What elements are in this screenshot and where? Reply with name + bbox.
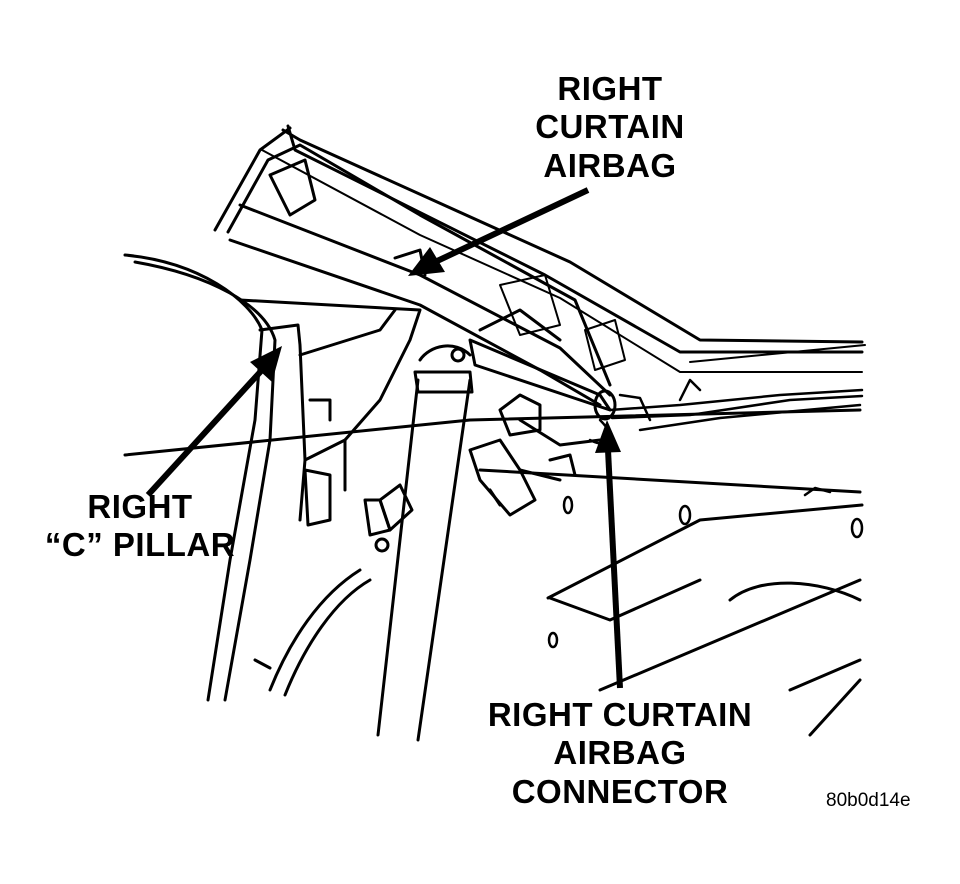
- callout-line: AIRBAG: [553, 734, 687, 772]
- callout-right-c-pillar: RIGHT “C” PILLAR: [20, 488, 260, 565]
- callout-right-curtain-airbag-connector: RIGHT CURTAIN AIRBAG CONNECTOR: [460, 696, 780, 811]
- callout-line: AIRBAG: [543, 146, 677, 184]
- panel-holes: [547, 486, 864, 649]
- callout-line: RIGHT: [87, 488, 193, 525]
- figure-id: 80b0d14e: [826, 790, 911, 811]
- airbag-trim-panel: [213, 126, 626, 407]
- seat-belt-webbing: [376, 344, 474, 742]
- callout-right-curtain-airbag: RIGHT CURTAIN AIRBAG: [515, 70, 705, 185]
- arrow-airbag: [408, 187, 590, 276]
- callout-line: “C” PILLAR: [44, 526, 236, 564]
- callout-line: RIGHT CURTAIN: [487, 696, 753, 733]
- callout-line: CONNECTOR: [511, 772, 729, 810]
- lower-trim: [253, 568, 372, 697]
- callout-line: RIGHT: [557, 70, 663, 107]
- seat-belt-retractor: [363, 483, 414, 553]
- quarter-panel: [123, 253, 864, 737]
- callout-line: CURTAIN: [535, 108, 685, 146]
- connector-bracket: [468, 393, 602, 517]
- arrow-connector: [595, 420, 623, 689]
- c-pillar-trim: [238, 298, 422, 527]
- arrow-c-pillar: [145, 346, 282, 498]
